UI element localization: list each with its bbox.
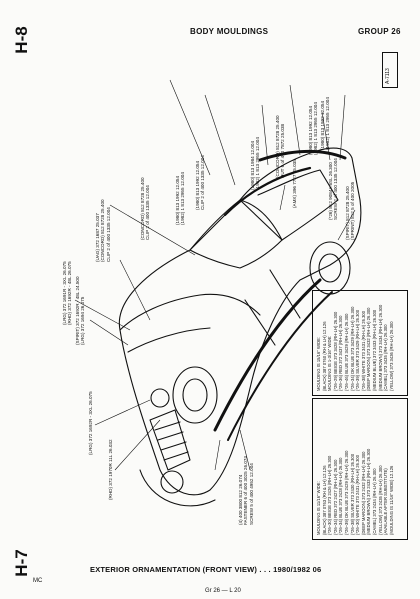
- parts-table-upper: MOULDING IS 15/16" WIDE:(BLACK) 387 0760…: [312, 290, 408, 396]
- parts-table-lower-text: MOULDING IS 11/16" WIDE:(BLACK) 387 0763…: [316, 448, 394, 535]
- page-tab-bottom-sub: MC: [33, 578, 43, 584]
- callout-15: (RHD) 372 1970R 11L 26.032: [108, 439, 113, 500]
- figure-caption: EXTERIOR ORNAMENTATION (FRONT VIEW) . . …: [90, 565, 322, 574]
- callout-2: (1980) 813 1992 12.054(1982) 1 813 2955 …: [320, 97, 331, 150]
- callout-6: (1980) 813 1992 12.054(1982) 1 813 2955 …: [308, 102, 319, 155]
- section-title: BODY MOULDINGS: [190, 27, 269, 36]
- callout-10: (SPIRIT) 812 8728 25.400(SPRINT) 812 5 o…: [345, 181, 356, 240]
- reference-box: A-7113: [382, 52, 398, 88]
- callout-3: (1980) 813 1984 12.004(1982) 1 813 2955 …: [250, 137, 261, 190]
- parts-table-lower: MOULDING IS 11/16" WIDE:(BLACK) 387 0763…: [312, 398, 408, 540]
- callout-13: (SPIRIT) 372 1692R - 48L 24.500(LRG) 372…: [75, 276, 86, 345]
- page-footer: Gr 26 — L 20: [205, 588, 241, 594]
- callout-8: (AMX) 396 7727 25.038: [292, 159, 297, 208]
- callout-12: (LRG) 372 1691R - 3XL 26.075(RHD) 372 16…: [62, 261, 73, 325]
- callout-14: (LRG) 372 1692R - 3XL 26.075: [88, 391, 93, 455]
- callout-11: (UAG) 372 1687 25.037(CONCORD) 812 8728 …: [95, 199, 111, 262]
- group-label: GROUP 26: [358, 27, 401, 36]
- parts-table-upper-text: MOULDING IS 15/16" WIDE:(BLACK) 387 0760…: [316, 304, 394, 391]
- callout-1: (1980) 813 1992 12.054(1982) 1 813 2955 …: [175, 172, 186, 225]
